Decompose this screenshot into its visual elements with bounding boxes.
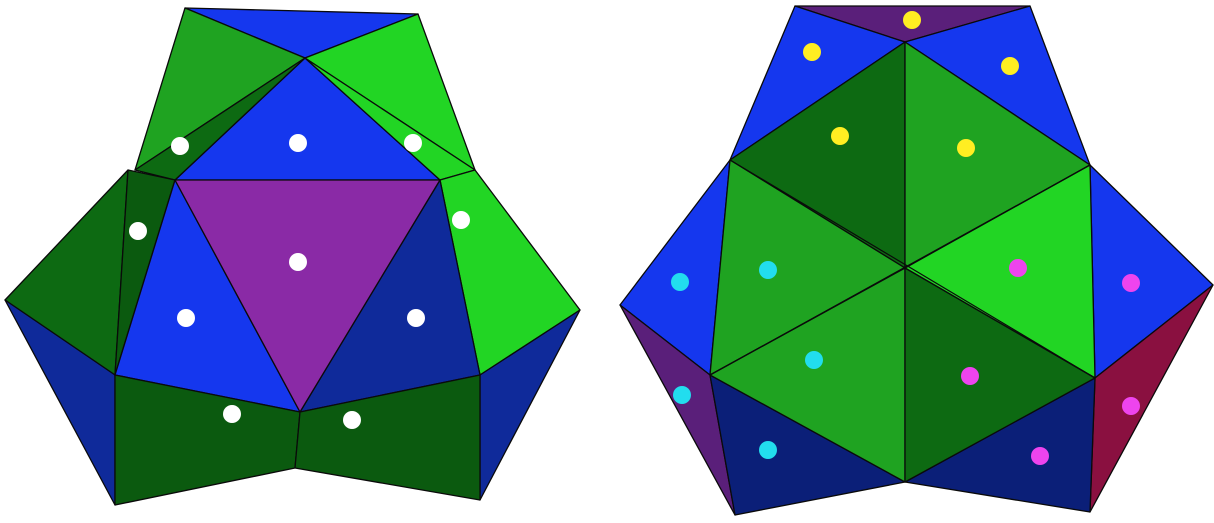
white-marker	[404, 134, 422, 152]
cyan-marker	[673, 386, 691, 404]
white-marker	[129, 222, 147, 240]
white-marker	[289, 134, 307, 152]
cyan-marker	[805, 351, 823, 369]
yellow-marker	[831, 127, 849, 145]
yellow-marker	[1001, 57, 1019, 75]
white-marker	[223, 405, 241, 423]
left-polyhedron	[5, 8, 580, 505]
cyan-marker	[671, 273, 689, 291]
magenta-marker	[1122, 274, 1140, 292]
white-marker	[177, 309, 195, 327]
white-marker	[407, 309, 425, 327]
white-marker	[171, 137, 189, 155]
magenta-marker	[1009, 259, 1027, 277]
cyan-marker	[759, 261, 777, 279]
yellow-marker	[803, 43, 821, 61]
yellow-marker	[957, 139, 975, 157]
right-polyhedron	[620, 6, 1213, 515]
magenta-marker	[1031, 447, 1049, 465]
white-marker	[452, 211, 470, 229]
magenta-marker	[1122, 397, 1140, 415]
white-marker	[343, 411, 361, 429]
yellow-marker	[903, 11, 921, 29]
white-marker	[289, 253, 307, 271]
cyan-marker	[759, 441, 777, 459]
magenta-marker	[961, 367, 979, 385]
